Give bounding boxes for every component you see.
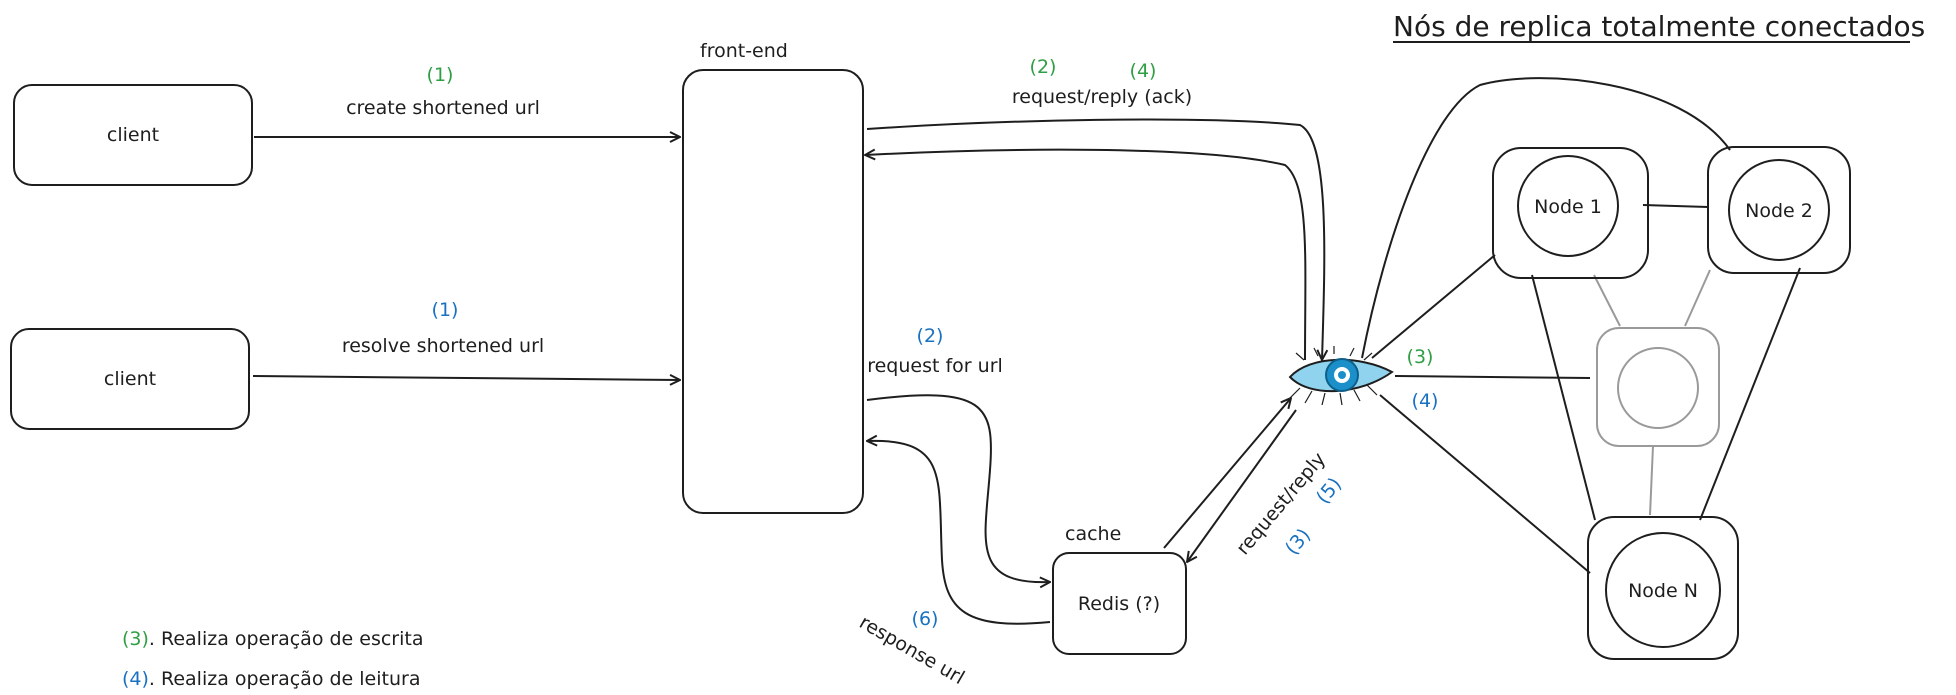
cluster-edges xyxy=(1361,77,1801,574)
cassandra-step-blue: (4) xyxy=(1412,390,1439,412)
replica-node-n: Node N xyxy=(1587,516,1739,660)
edge-request-url-step: (2) xyxy=(917,325,944,347)
edge-resolve-shortened-url: (1) resolve shortened url xyxy=(252,299,680,380)
edge-create-shortened-url: (1) create shortened url xyxy=(254,64,680,137)
cache-label: cache xyxy=(1065,523,1121,545)
cassandra-step-green: (3) xyxy=(1407,346,1434,368)
edge-create-label: create shortened url xyxy=(346,97,540,119)
legend-read-text: . Realiza operação de leitura xyxy=(149,668,421,690)
edge-request-for-url: (2) request for url xyxy=(866,325,1050,582)
redis-label: Redis (?) xyxy=(1078,593,1160,615)
client-top-label: client xyxy=(107,124,159,146)
edge-response-url: (6) response url xyxy=(856,441,1051,689)
cassandra-eye-icon xyxy=(1288,346,1394,406)
client-bottom-label: client xyxy=(104,368,156,390)
edge-cache-step-b: (3) xyxy=(1281,524,1315,559)
legend-item-read: (4). Realiza operação de leitura xyxy=(122,668,420,690)
edge-resolve-label: resolve shortened url xyxy=(342,335,544,357)
replica-node-2: Node 2 xyxy=(1707,146,1851,274)
diagram-title: Nós de replica totalmente conectados xyxy=(1393,10,1925,43)
frontend-node: front-end xyxy=(682,40,864,514)
client-bottom-node: client xyxy=(10,328,250,430)
edge-cache-request-reply: request/reply (5) (3) xyxy=(1163,398,1346,562)
replica-node-ghost xyxy=(1596,327,1720,447)
edge-create-step: (1) xyxy=(427,64,454,86)
redis-cache-node: cache Redis (?) xyxy=(1052,523,1187,655)
replica-node-1: Node 1 xyxy=(1492,147,1649,279)
edge-cache-step-a: (5) xyxy=(1312,473,1346,508)
edge-resolve-step: (1) xyxy=(432,299,459,321)
legend-write-step: (3) xyxy=(122,628,149,650)
edge-cache-label: request/reply xyxy=(1232,448,1330,559)
legend-write-text: . Realiza operação de escrita xyxy=(149,628,424,650)
legend-read-step: (4) xyxy=(122,668,149,690)
edge-response-step: (6) xyxy=(912,608,939,630)
edge-ack-step-b: (4) xyxy=(1130,60,1157,82)
edge-request-reply-ack: (2) (4) request/reply (ack) xyxy=(865,56,1324,360)
node2-label: Node 2 xyxy=(1745,200,1813,222)
client-top-node: client xyxy=(13,84,253,186)
node1-label: Node 1 xyxy=(1534,196,1602,218)
edge-request-url-label: request for url xyxy=(867,355,1003,377)
legend-item-write: (3). Realiza operação de escrita xyxy=(122,628,424,650)
edge-ack-step-a: (2) xyxy=(1030,56,1057,78)
frontend-label: front-end xyxy=(700,40,788,62)
nodeN-label: Node N xyxy=(1628,580,1698,602)
edge-ack-label: request/reply (ack) xyxy=(1012,86,1192,108)
legend: (3). Realiza operação de escrita (4). Re… xyxy=(122,628,424,690)
